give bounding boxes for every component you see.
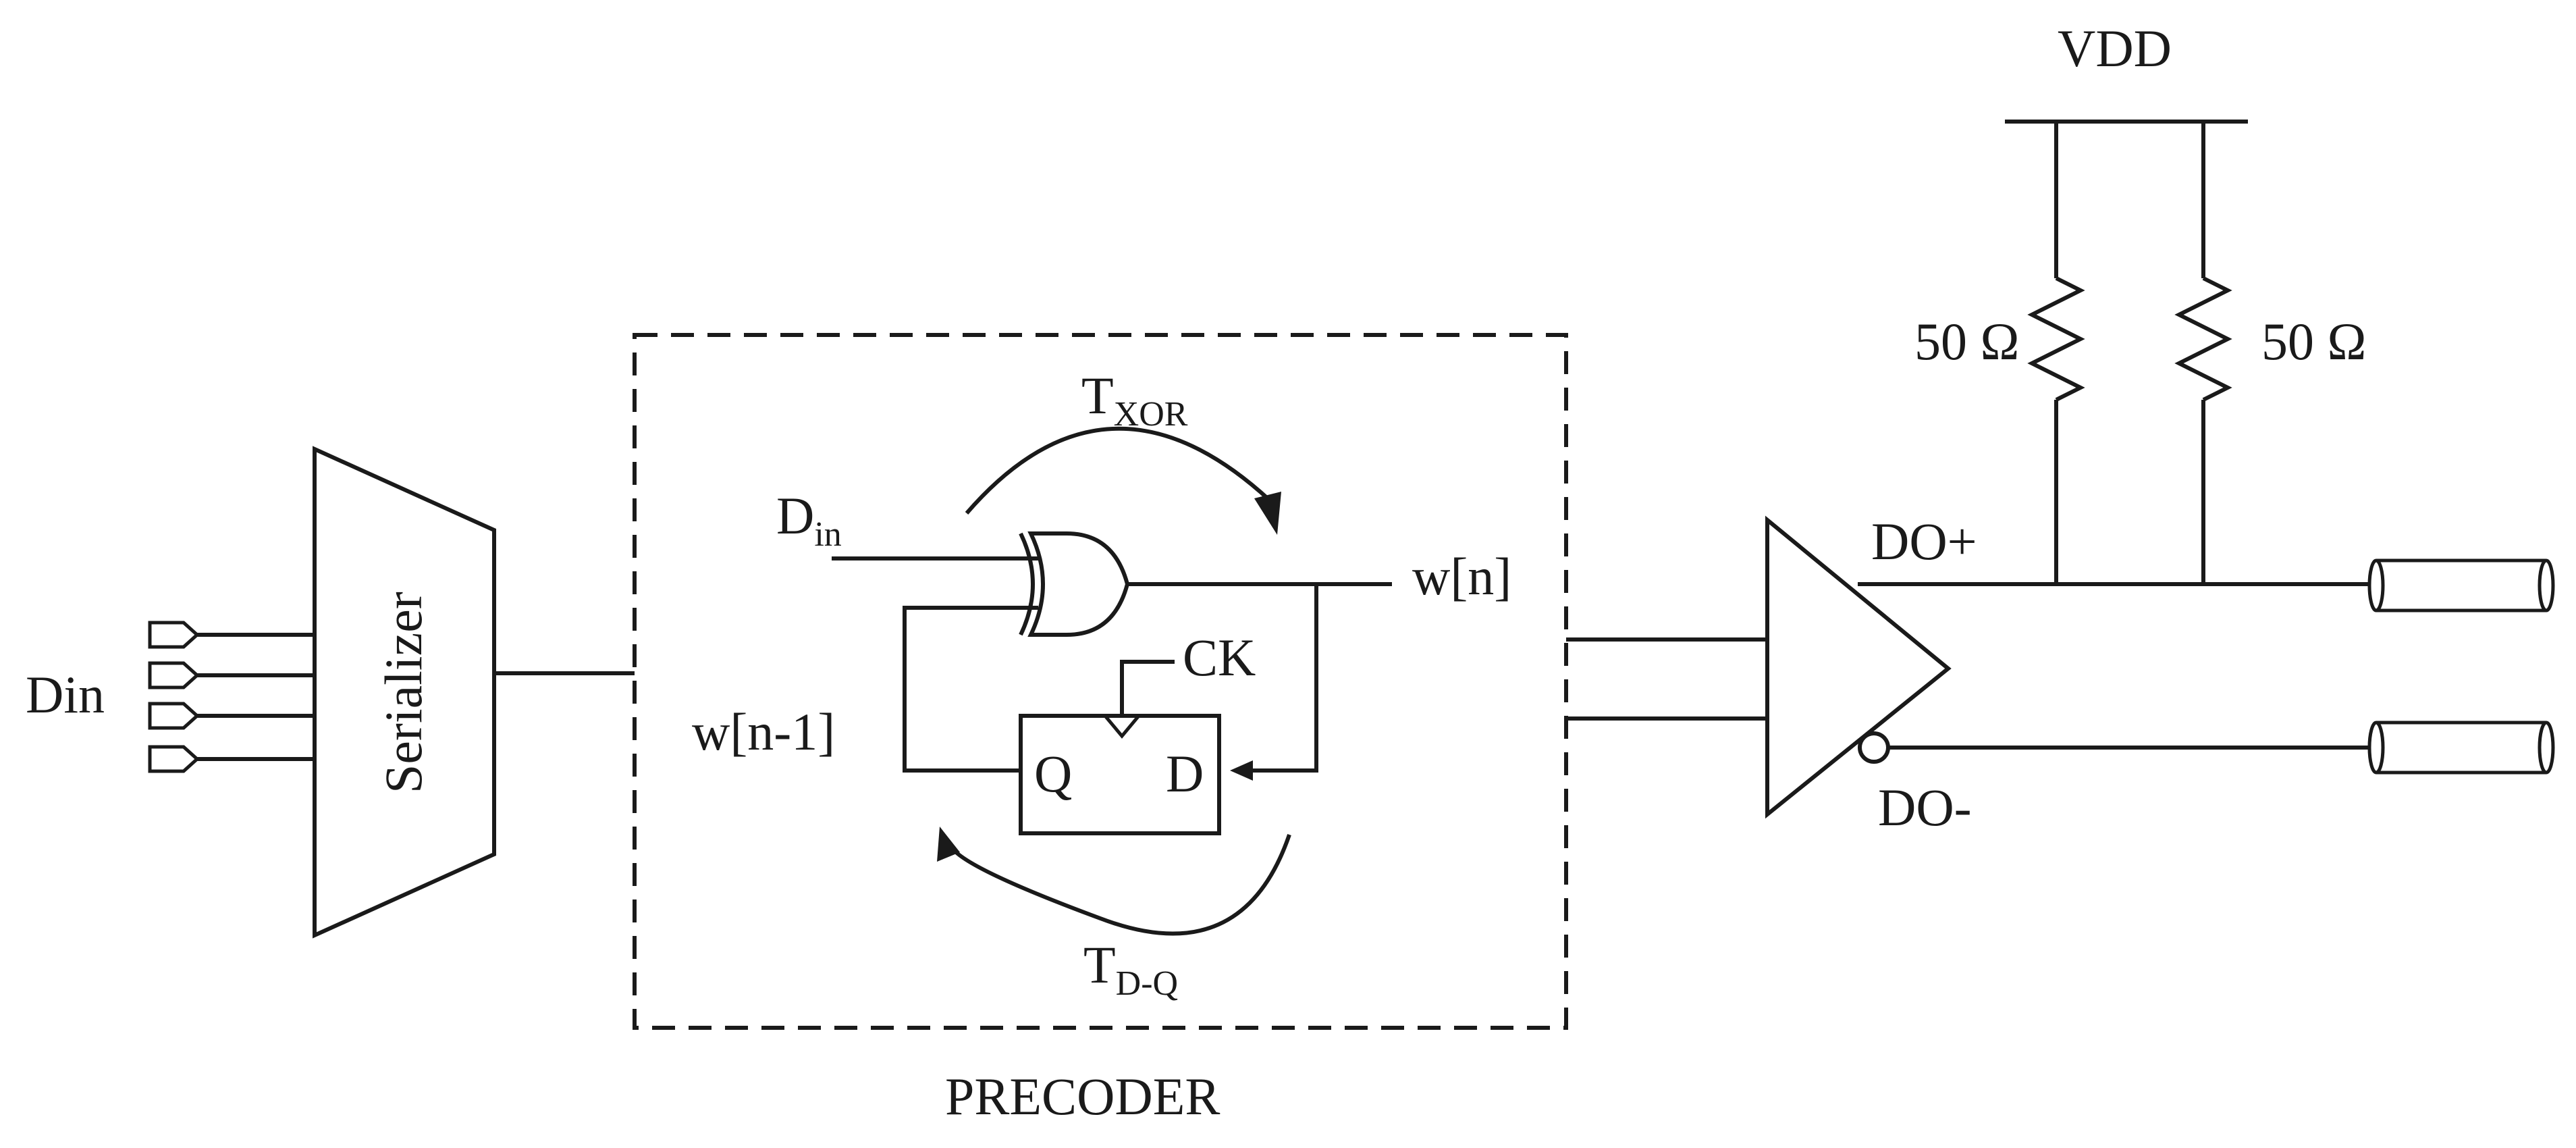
driver-inverting-bubble (1858, 731, 1890, 764)
input-pad-1 (148, 621, 200, 649)
dff-clock-triangle (1104, 714, 1140, 739)
serializer-label: Serializer (374, 592, 433, 793)
xor-gate (1019, 531, 1130, 637)
w-n-label: w[n] (1412, 547, 1511, 606)
transmission-line-plus (2367, 558, 2555, 612)
t-xor-arc (965, 426, 1271, 515)
serializer-block (313, 446, 496, 939)
d-in-label: Din (776, 486, 842, 554)
precoder-label: PRECODER (945, 1067, 1220, 1126)
dff-d-label: D (1166, 744, 1204, 803)
precoder-boundary (633, 333, 1568, 1030)
resistor-left-label: 50 Ω (1914, 312, 2019, 371)
xor-gate-body (1027, 531, 1130, 637)
resistor-left (2027, 122, 2085, 584)
xor-gate-extra-arc (1019, 532, 1035, 636)
din-label: Din (26, 665, 105, 724)
vdd-label: VDD (2058, 19, 2172, 78)
tl-minus-left-end (2367, 721, 2385, 775)
tl-plus-left-end (2367, 558, 2385, 612)
tl-minus-right-end (2538, 721, 2555, 775)
d-input-arrowhead (1230, 760, 1253, 781)
t-dq-arc (950, 834, 1291, 936)
resistor-right-zigzag (2174, 276, 2232, 402)
t-dq-label: TD-Q (1083, 935, 1178, 1003)
transmission-line-minus (2367, 721, 2555, 775)
do-plus-label: DO+ (1871, 512, 1977, 571)
do-minus-label: DO- (1878, 778, 1972, 837)
w-n-feedback-wire (1250, 584, 1318, 773)
output-driver (1765, 515, 1952, 819)
input-pad-2 (148, 661, 200, 689)
ck-wire (1120, 660, 1175, 716)
q-feedback-wire (903, 606, 1038, 773)
dff-q-label: Q (1034, 744, 1072, 803)
t-xor-arrowhead (1254, 492, 1281, 535)
t-xor-label: TXOR (1081, 366, 1188, 434)
w-n-1-label: w[n-1] (692, 702, 835, 761)
resistor-right (2174, 122, 2232, 584)
tl-plus-right-end (2538, 558, 2555, 612)
t-dq-arrowhead (937, 827, 960, 862)
resistor-right-label: 50 Ω (2261, 312, 2366, 371)
resistor-left-zigzag (2027, 276, 2085, 402)
input-pad-4 (148, 745, 200, 773)
ck-label: CK (1183, 628, 1256, 687)
input-pad-3 (148, 702, 200, 730)
input-pads (148, 621, 315, 773)
